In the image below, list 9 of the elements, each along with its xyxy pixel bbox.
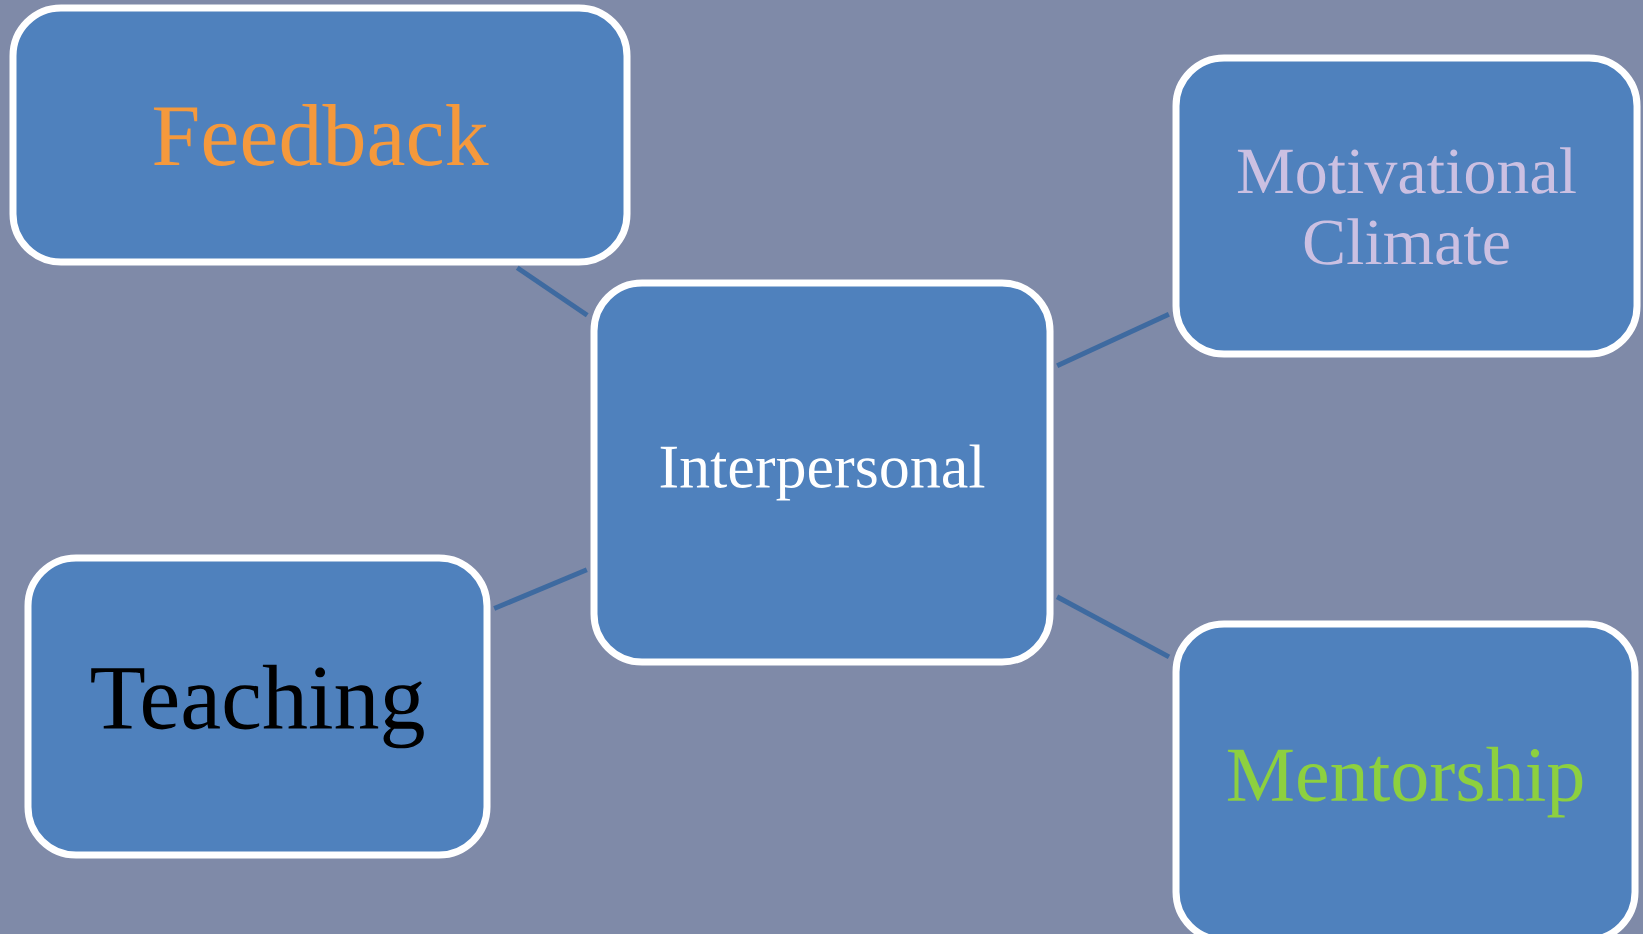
connector-line: [1056, 312, 1170, 369]
topic-box: Motivational Climate: [1172, 54, 1641, 358]
connector-line: [493, 567, 588, 611]
connector-line: [1055, 594, 1171, 660]
topic-box: Feedback: [9, 4, 631, 266]
topic-box: Interpersonal: [590, 279, 1054, 666]
topic-box: Teaching: [24, 554, 491, 859]
topic-box: Mentorship: [1172, 620, 1639, 934]
connector-line: [515, 265, 589, 318]
